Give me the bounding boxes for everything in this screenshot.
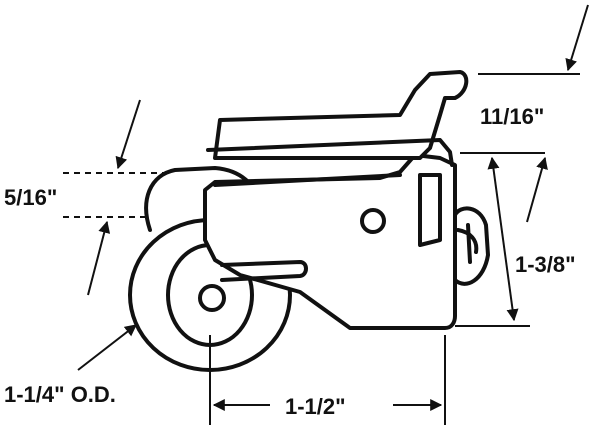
dim-label-11-16: 11/16" bbox=[480, 104, 544, 129]
axle-pin bbox=[198, 284, 226, 312]
dimension-arrows bbox=[77, 4, 589, 411]
dim-label-wheel-od: 1-1/4" O.D. bbox=[4, 382, 116, 407]
top-clip bbox=[213, 70, 469, 160]
adjust-screw bbox=[453, 206, 490, 286]
dim-label-5-16: 5/16" bbox=[4, 185, 57, 210]
roller-part-drawing bbox=[128, 70, 490, 372]
dim-label-1-3-8: 1-3/8" bbox=[515, 252, 576, 277]
dim-label-1-1-2: 1-1/2" bbox=[285, 394, 346, 419]
top-plate bbox=[206, 138, 454, 167]
slot bbox=[220, 260, 308, 282]
dimension-lines bbox=[63, 73, 580, 425]
adjust-hole bbox=[360, 208, 386, 234]
